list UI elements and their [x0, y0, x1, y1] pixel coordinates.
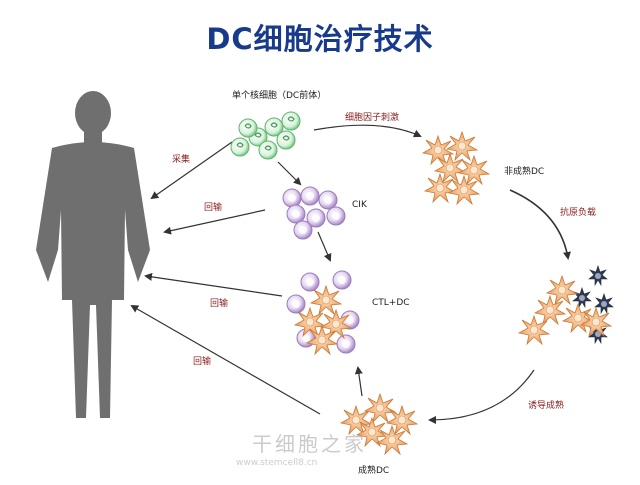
watermark-url: www.stemcell8.cn	[236, 458, 318, 468]
label-reinfuse-2: 回输	[210, 299, 229, 309]
arrow-cytokine	[313, 124, 422, 138]
label-collect: 采集	[172, 155, 191, 165]
arrow-reinfuse-3	[130, 305, 321, 415]
label-immature-dc: 非成熟DC	[504, 167, 545, 177]
label-induce: 诱导成熟	[528, 401, 565, 411]
mononuclear-cells	[230, 111, 301, 160]
label-ctl-dc: CTL+DC	[372, 298, 410, 308]
label-mature-dc: 成熟DC	[358, 466, 390, 476]
arrow-to-ctl	[317, 231, 332, 262]
arrow-antigen	[509, 189, 571, 260]
arrow-to-cik	[277, 161, 302, 186]
arrow-reinfuse-1	[163, 209, 266, 235]
immature-dc-cluster	[422, 131, 490, 205]
ctl-dc-cluster	[286, 270, 360, 355]
label-reinfuse-1: 回输	[204, 203, 223, 213]
antigen-dc-cluster	[518, 265, 614, 345]
label-cytokine: 细胞因子刺激	[345, 113, 400, 123]
arrow-reinfuse-2	[144, 272, 283, 297]
label-mononuclear: 单个核细胞（DC前体）	[232, 91, 327, 101]
arrow-to-ctl-from-mature	[354, 366, 363, 397]
human-silhouette	[36, 91, 150, 418]
arrow-induce	[428, 369, 535, 424]
arrow-collect	[150, 141, 233, 200]
page-title: DC细胞治疗技术	[206, 22, 434, 56]
label-reinfuse-3: 回输	[193, 357, 212, 367]
cik-cells	[282, 186, 346, 240]
label-antigen: 抗原负载	[560, 208, 597, 218]
watermark-text: 干细胞之家	[252, 432, 367, 456]
label-cik: CIK	[352, 200, 367, 210]
